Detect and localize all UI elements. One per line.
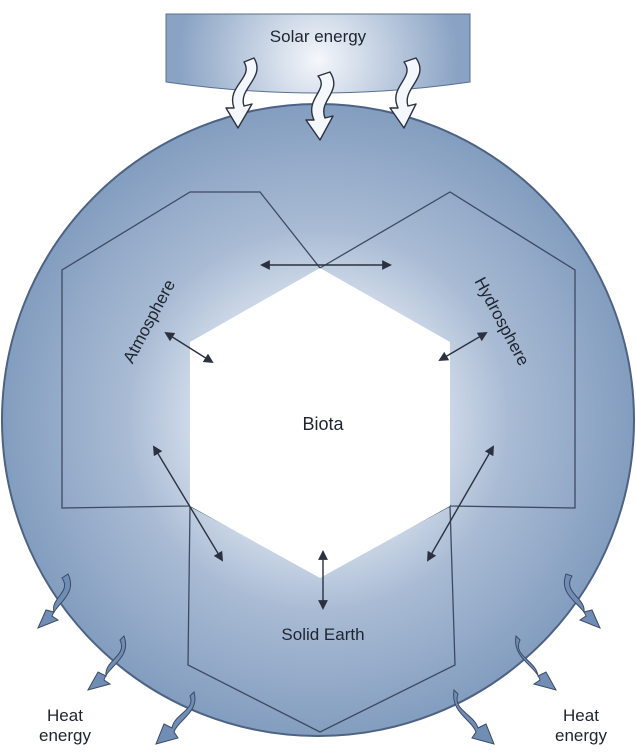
heat-left-line-2: energy bbox=[39, 726, 91, 745]
heat-arrow-right-3 bbox=[453, 688, 495, 745]
atmosphere-biota-arrow bbox=[164, 331, 214, 364]
solar-arrow-left bbox=[225, 57, 258, 129]
heat-arrow-right-2 bbox=[515, 634, 558, 691]
heat-arrow-left-1 bbox=[37, 573, 71, 629]
solar-arrow-center bbox=[305, 71, 335, 141]
solar-energy-box bbox=[165, 13, 471, 94]
heat-left-line-1: Heat bbox=[47, 706, 83, 725]
hydrosphere-solid-earth-arrow bbox=[427, 445, 494, 562]
heat-energy-label-right: Heat energy bbox=[536, 706, 626, 746]
heat-right-line-2: energy bbox=[555, 726, 607, 745]
heat-arrow-left-2 bbox=[86, 635, 127, 691]
hydrosphere-biota-arrow bbox=[438, 332, 488, 361]
biota-hexagon bbox=[190, 268, 450, 578]
heat-arrow-left-3 bbox=[155, 691, 196, 745]
biota-label: Biota bbox=[302, 414, 344, 434]
solar-arrow-right bbox=[389, 57, 421, 129]
heat-right-line-1: Heat bbox=[563, 706, 599, 725]
solid-earth-label: Solid Earth bbox=[281, 625, 364, 644]
heat-arrow-right-1 bbox=[563, 573, 601, 629]
solar-energy-label: Solar energy bbox=[270, 27, 367, 46]
heat-energy-label-left: Heat energy bbox=[20, 706, 110, 746]
atmosphere-solid-earth-arrow bbox=[152, 445, 224, 562]
